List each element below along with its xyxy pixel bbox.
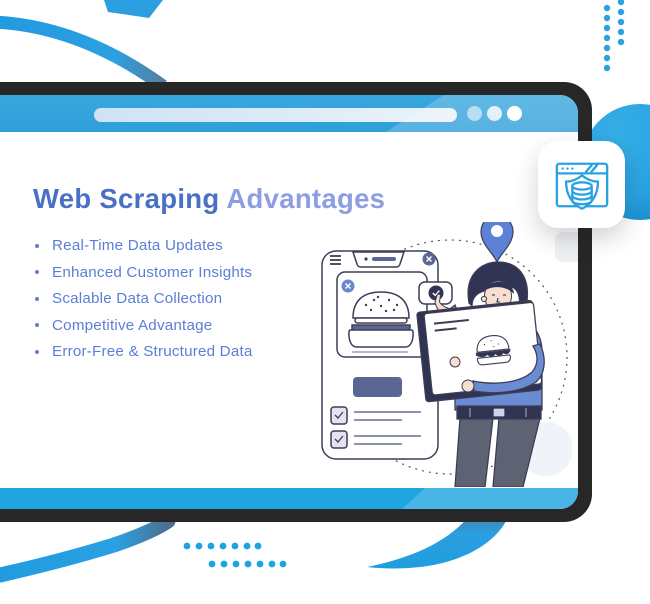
address-bar bbox=[94, 108, 457, 122]
top-edge-wedge bbox=[104, 0, 163, 18]
bullet-dot bbox=[35, 323, 39, 327]
list-item-label: Error-Free & Structured Data bbox=[52, 343, 253, 360]
top-right-dot-grid bbox=[603, 0, 625, 72]
list-item: Enhanced Customer Insights bbox=[31, 264, 253, 281]
bullet-dot bbox=[35, 349, 39, 354]
footer-sheen bbox=[402, 488, 578, 509]
list-item: Real-Time Data Updates bbox=[31, 237, 253, 254]
close-icon bbox=[422, 252, 436, 266]
list-item: Competitive Advantage bbox=[31, 317, 253, 334]
close-icon bbox=[341, 279, 355, 293]
window-dot-icon bbox=[507, 106, 522, 121]
cta-button bbox=[353, 377, 402, 397]
person-illustration bbox=[416, 261, 545, 487]
bullet-dot bbox=[35, 296, 39, 301]
badge-card bbox=[538, 141, 625, 228]
burger-illustration bbox=[348, 291, 414, 353]
title-accent: Advantages bbox=[226, 183, 386, 214]
browser-header-bar bbox=[0, 95, 578, 132]
bullet-dot bbox=[35, 243, 39, 248]
checkbox-row bbox=[330, 406, 421, 425]
bottom-left-arc bbox=[0, 513, 176, 583]
checkbox-row bbox=[330, 430, 421, 449]
bottom-dot-rows bbox=[183, 542, 287, 568]
dashed-circle bbox=[332, 239, 568, 475]
browser-shield-database-icon bbox=[555, 162, 608, 210]
header-sheen bbox=[386, 95, 578, 132]
list-item-label: Scalable Data Collection bbox=[52, 290, 223, 307]
list-item-label: Enhanced Customer Insights bbox=[52, 263, 253, 281]
window-dot-icon bbox=[467, 106, 482, 121]
list-item-label: Competitive Advantage bbox=[52, 316, 213, 334]
window-dot-icon bbox=[487, 106, 502, 121]
capture-button bbox=[418, 281, 453, 305]
browser-footer-bar bbox=[0, 488, 578, 509]
list-item: Scalable Data Collection bbox=[31, 290, 253, 307]
hamburger-menu-icon bbox=[330, 255, 341, 265]
title-primary: Web Scraping bbox=[33, 183, 227, 214]
illustration-web-scraping bbox=[321, 222, 572, 487]
page-title: Web Scraping Advantages bbox=[33, 183, 385, 215]
bullet-dot bbox=[35, 270, 39, 274]
phone-mockup bbox=[321, 250, 453, 460]
list-item-label: Real-Time Data Updates bbox=[52, 237, 223, 254]
content-side-tab bbox=[555, 232, 578, 262]
advantages-list: Real-Time Data Updates Enhanced Customer… bbox=[31, 237, 253, 370]
list-item: Error-Free & Structured Data bbox=[31, 343, 253, 360]
top-left-arc bbox=[0, 15, 167, 92]
